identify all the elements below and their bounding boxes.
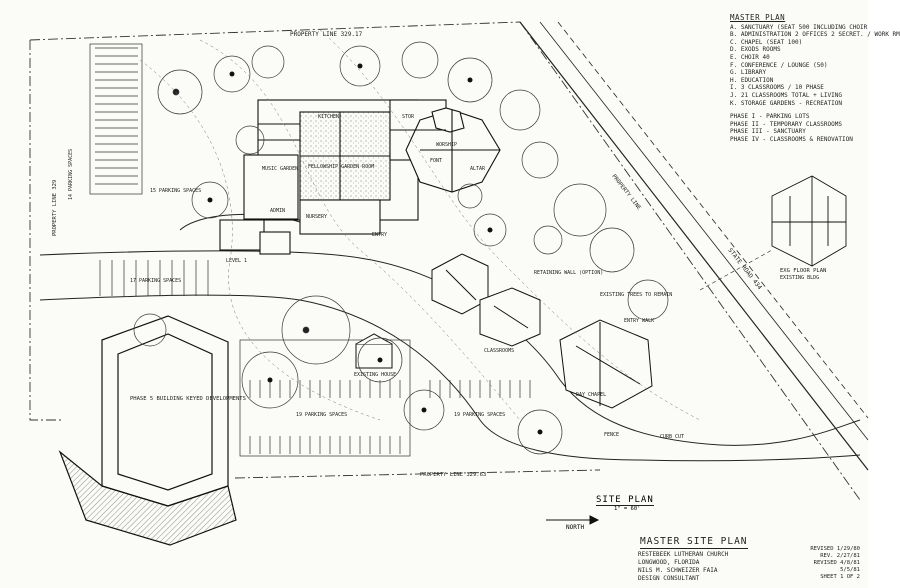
north-arrow-icon xyxy=(546,515,600,525)
contour-lines xyxy=(139,29,701,421)
altar-label: ALTAR xyxy=(470,166,486,172)
day-chapel-label: DAY CHAPEL xyxy=(576,392,606,398)
storage-label: STOR xyxy=(402,114,415,120)
worship-label: WORSHIP xyxy=(436,142,457,148)
fellowship-label: FELLOWSHIP GARDEN ROOM xyxy=(308,164,374,170)
legend-item: B. ADMINISTRATION 2 OFFICES 2 SECRET. / … xyxy=(730,31,900,39)
parking-17-label: 17 PARKING SPACES xyxy=(130,278,181,284)
legend-title: MASTER PLAN xyxy=(730,13,786,22)
admin-label: ADMIN xyxy=(270,208,285,214)
property-boundary xyxy=(29,21,861,501)
legend-item: J. 21 CLASSROOMS TOTAL + LIVING xyxy=(730,91,842,99)
phase-item: PHASE I - PARKING LOTS xyxy=(730,113,810,121)
trees xyxy=(133,41,669,455)
parking-lot-south xyxy=(99,260,531,457)
site-plan-heading: SITE PLAN xyxy=(596,495,654,506)
nursery-label: NURSERY xyxy=(306,214,327,220)
future-building xyxy=(58,315,237,546)
site-plan-scale: 1" = 60' xyxy=(614,506,641,512)
phase-item: PHASE III - SANCTUARY xyxy=(730,128,806,136)
entry-walk-label: ENTRY WALK xyxy=(624,318,654,324)
legend-item: E. CHOIR 40 xyxy=(730,53,770,61)
property-line-bottom-label: PROPERTY LINE 329.63 xyxy=(420,472,486,478)
revision-1: REVISED 1/29/80 xyxy=(810,546,860,552)
font-label: FONT xyxy=(430,158,442,164)
drawing-date: 5/5/81 xyxy=(840,567,860,573)
church-name: RESTEBEEK LUTHERAN CHURCH xyxy=(638,551,729,558)
phase-item: PHASE II - TEMPORARY CLASSROOMS xyxy=(730,120,842,128)
site-plan-drawing: STATE ROAD 434 KITCHEN FELLOWSHIP GARDEN… xyxy=(29,21,869,546)
parking-14-label: 14 PARKING SPACES xyxy=(68,149,74,200)
legend-item: H. EDUCATION xyxy=(730,76,774,84)
existing-building-inset xyxy=(771,175,847,267)
site-plan-sheet: STATE ROAD 434 KITCHEN FELLOWSHIP GARDEN… xyxy=(29,13,900,586)
parking-19a-label: 19 PARKING SPACES xyxy=(296,412,347,418)
revision-2: REV. 2/27/81 xyxy=(820,553,860,559)
site-plan-title: SITE PLAN 1" = 60' xyxy=(596,495,654,512)
music-label: MUSIC GARDEN xyxy=(262,166,298,172)
fence-label: FENCE xyxy=(604,432,619,438)
state-road-label: STATE ROAD 434 xyxy=(726,247,763,291)
parking-lot-north xyxy=(89,43,143,195)
legend-item: K. STORAGE GARDENS - RECREATION xyxy=(730,99,842,107)
phase-box-label: PHASE 5 BUILDING KEYED DEVELOPMENTS xyxy=(130,396,246,402)
master-plan-legend: MASTER PLAN A. SANCTUARY (SEAT 500 INCLU… xyxy=(730,13,900,144)
sheet-number: SHEET 1 OF 2 xyxy=(820,574,860,580)
floor-plan-label: EXG FLOOR PLAN xyxy=(780,268,826,274)
entry-label: ENTRY xyxy=(372,232,387,238)
church-location: LONGWOOD, FLORIDA xyxy=(638,559,700,566)
legend-item: C. CHAPEL (SEAT 100) xyxy=(730,38,803,46)
architect-name: NILS M. SCHWEIZER FAIA xyxy=(638,567,718,574)
parking-15-label: 15 PARKING SPACES xyxy=(150,188,201,194)
classroom-pods xyxy=(431,253,653,409)
floor-plan-sub-label: EXISTING BLDG xyxy=(780,275,819,281)
existing-trees-label: EXISTING TREES TO REMAIN xyxy=(600,292,672,298)
phase-item: PHASE IV - CLASSROOMS & RENOVATION xyxy=(730,135,853,143)
state-road xyxy=(519,21,869,471)
parking-19b-label: 19 PARKING SPACES xyxy=(454,412,505,418)
legend-item: D. EXODS ROOMS xyxy=(730,46,781,54)
main-building xyxy=(219,99,501,255)
north-label: NORTH xyxy=(566,524,585,531)
title-block: MASTER SITE PLAN RESTEBEEK LUTHERAN CHUR… xyxy=(632,536,862,586)
existing-house-label: EXISTING HOUSE xyxy=(354,372,396,378)
property-line-top-label: PROPERTY LINE 329.17 xyxy=(290,31,363,38)
level-label: LEVEL 1 xyxy=(226,258,247,264)
property-line-left-label: PROPERTY LINE 329 xyxy=(52,180,58,236)
tree-trunks xyxy=(207,63,543,435)
legend-item: G. LIBRARY xyxy=(730,69,767,77)
curb-cut-label: CURB CUT xyxy=(660,434,684,440)
revision-3: REVISED 4/8/81 xyxy=(813,560,860,566)
legend-item: F. CONFERENCE / LOUNGE (50) xyxy=(730,61,828,69)
kitchen-label: KITCHEN xyxy=(318,114,339,120)
title-block-heading: MASTER SITE PLAN xyxy=(640,536,748,549)
classrooms-label: CLASSROOMS xyxy=(484,348,514,354)
architect-role: DESIGN CONSULTANT xyxy=(638,575,700,582)
retaining-wall-label: RETAINING WALL (OPTION) xyxy=(534,270,603,276)
property-line-right-label: PROPERTY LINE xyxy=(610,174,641,212)
legend-item: A. SANCTUARY (SEAT 500 INCLUDING CHOIR xyxy=(730,23,868,31)
legend-item: I. 3 CLASSROOMS / 10 PHASE xyxy=(730,84,824,92)
